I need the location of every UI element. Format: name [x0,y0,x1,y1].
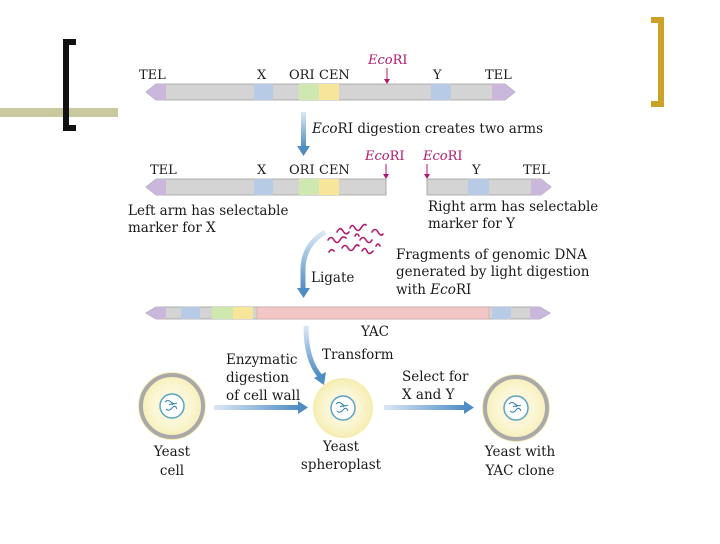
yeast-cell-caption-1: Yeast [153,444,191,460]
fragments-caption-2: generated by light digestion [396,264,590,280]
digestion-caption: EcoRI digestion creates two arms [311,121,543,137]
select-caption-1: Select for [402,369,469,385]
left-bracket [63,39,76,131]
fragments-caption-3: with EcoRI [396,282,471,298]
top-ecori-arrowhead [384,79,390,84]
left-arm-ecori-arrowhead [383,174,389,179]
yac-clone-caption-1: Yeast with [484,444,556,460]
yac-marker-y [492,307,511,319]
right-arm-tel [531,179,551,195]
yac-clone-nucleus [503,395,529,421]
yac-tel-left [146,307,166,319]
right-arm: Y TEL EcoRI Right arm has selectable mar… [422,149,598,232]
top-label-cen: CEN [319,68,350,83]
top-label-y: Y [432,68,442,83]
genomic-dna-fragments [327,223,384,255]
enzymatic-caption-2: digestion [226,370,289,386]
top-cen [319,84,339,100]
left-arm-label-cen: CEN [319,163,350,178]
yac-tel-right [530,307,550,319]
spheroplast-caption-2: spheroplast [301,457,382,473]
left-arm-tel [146,179,166,195]
top-label-tel-left: TEL [139,68,166,83]
top-ori [299,84,319,100]
left-arm-ori [299,179,319,195]
yac-ori [212,307,233,319]
enzymatic-caption-3: of cell wall [226,388,300,404]
yeast-with-yac [482,374,550,442]
left-arm-marker-x [254,179,273,195]
enzymatic-caption-1: Enzymatic [226,352,297,368]
yac-genomic-insert [256,306,490,320]
left-arm-label-tel: TEL [150,163,177,178]
digestion-arrow [297,112,310,156]
left-arm-ecori-label: EcoRI [364,149,405,164]
left-arm-cen [319,179,339,195]
right-arm-ecori-label: EcoRI [422,149,463,164]
top-label-x: X [257,68,267,83]
top-tel-left [146,84,166,100]
ligate-label: Ligate [311,270,354,286]
accent-bar [0,108,118,117]
left-arm-label-ori: ORI [289,163,315,178]
right-arm-caption-2: marker for Y [428,216,516,232]
right-arm-ecori-arrowhead [424,174,430,179]
yac-label: YAC [360,324,389,340]
top-tel-right [492,84,515,100]
yac-cen [233,307,253,319]
enzymatic-arrow [214,401,308,414]
fragments-caption-1: Fragments of genomic DNA [396,247,587,263]
right-arm-label-y: Y [471,163,481,178]
yeast-spheroplast [313,378,373,438]
yac-marker-x [181,307,200,319]
left-arm-caption-2: marker for X [128,220,216,236]
yac-construct: YAC [145,306,551,340]
spheroplast-nucleus [330,395,356,421]
yac-clone-caption-2: YAC clone [485,463,555,479]
right-bracket [651,17,664,107]
right-arm-marker-y [468,179,489,195]
top-yac-vector: TEL X ORI CEN Y TEL EcoRI [139,53,516,101]
top-marker-y [431,84,451,100]
left-arm: TEL X ORI CEN EcoRI Left arm has selecta… [128,149,405,236]
top-marker-x [254,84,273,100]
transform-label: Transform [322,347,394,363]
yeast-cell [138,372,206,440]
yeast-cell-caption-2: cell [160,463,184,479]
right-arm-label-tel: TEL [523,163,550,178]
ligate-arrow [297,229,327,298]
select-caption-2: X and Y [402,387,456,403]
top-label-tel-right: TEL [485,68,512,83]
left-arm-caption-1: Left arm has selectable [128,203,288,219]
yeast-cell-nucleus [159,393,185,419]
spheroplast-caption-1: Yeast [322,439,360,455]
select-arrow [384,401,474,414]
right-arm-caption-1: Right arm has selectable [428,199,598,215]
top-label-ori: ORI [289,68,315,83]
transform-arrow [303,325,326,385]
left-arm-label-x: X [257,163,267,178]
top-ecori-label: EcoRI [367,53,408,68]
